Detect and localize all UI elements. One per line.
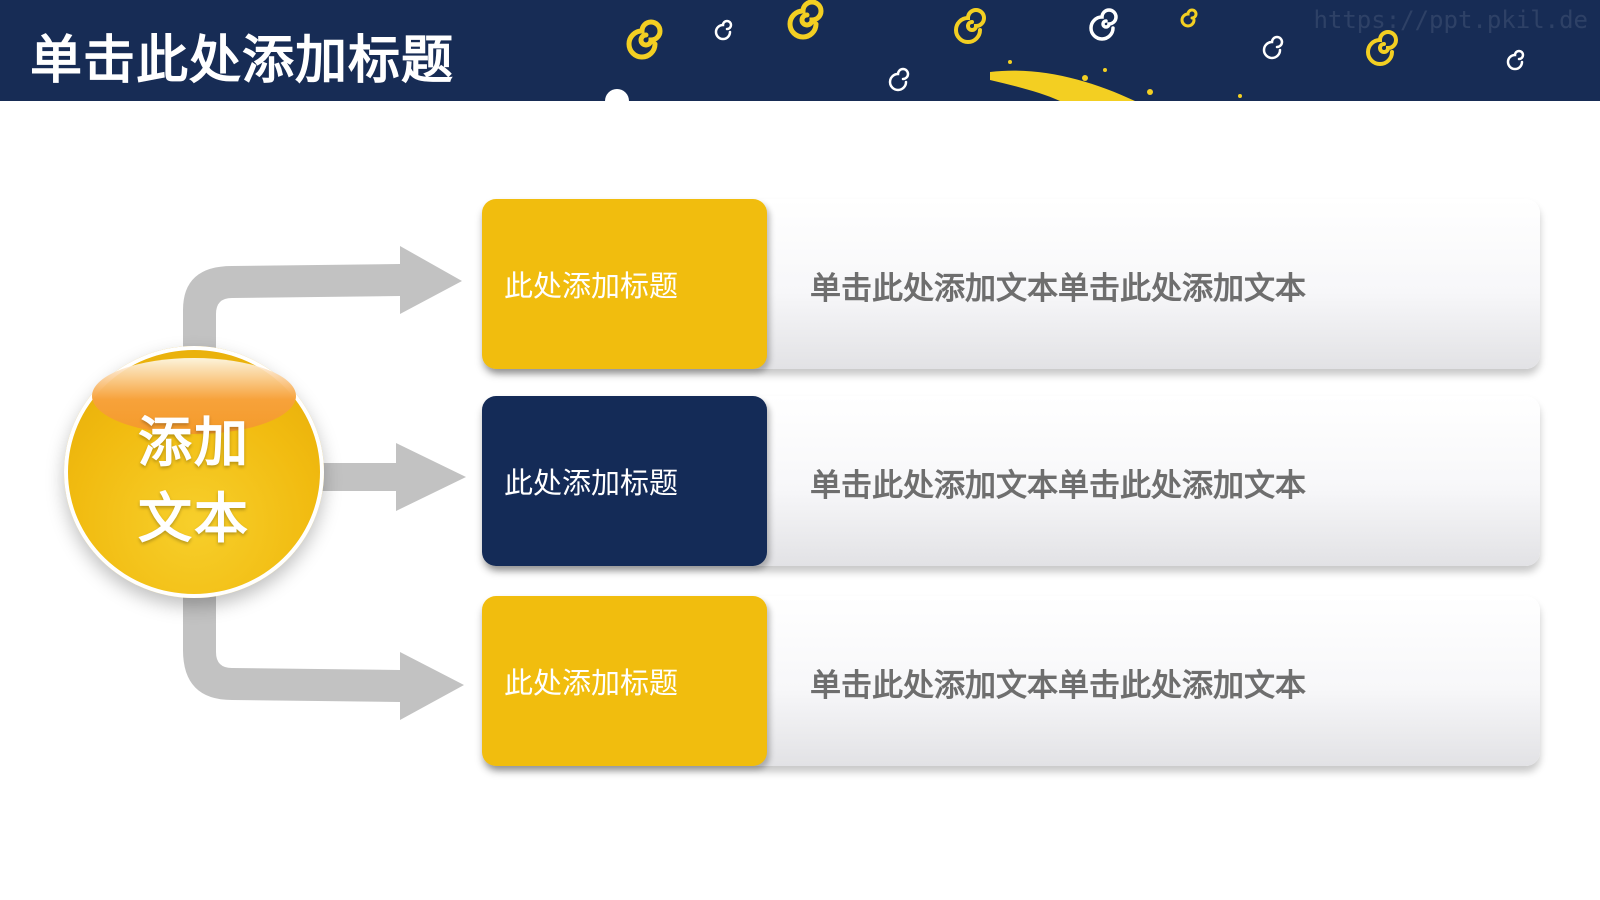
row-text: 单击此处添加文本单击此处添加文本 (810, 271, 1306, 307)
row-heading: 此处添加标题 (504, 466, 679, 500)
center-node-line-1: 添加 (138, 411, 250, 474)
swirl-icon (1366, 30, 1398, 66)
swirl-icon (626, 19, 663, 60)
center-node-line-2: 文本 (138, 487, 250, 550)
page-title: 单击此处添加标题 (30, 31, 455, 91)
swirl-icon (1262, 35, 1284, 60)
arrow-top (183, 246, 462, 350)
arrow-bottom (183, 595, 464, 720)
swirl-icon (787, 0, 824, 40)
swirl-icon (888, 67, 910, 92)
header-bar: 单击此处添加标题 https://ppt.pkil.de (0, 0, 1600, 101)
row-text: 单击此处添加文本单击此处添加文本 (810, 668, 1306, 704)
swirl-icon (1089, 8, 1118, 41)
splash-shape (990, 70, 1135, 101)
swirl-icon (1180, 8, 1198, 28)
swirl-icon (954, 8, 986, 44)
list-item-3: 此处添加标题 单击此处添加文本单击此处添加文本 (482, 596, 1540, 766)
row-tab: 此处添加标题 (482, 596, 767, 766)
list-item-1: 此处添加标题 单击此处添加文本单击此处添加文本 (482, 199, 1540, 369)
center-node: 添加 文本 (64, 346, 324, 598)
watermark-text: https://ppt.pkil.de (1313, 6, 1588, 34)
list-item-2: 此处添加标题 单击此处添加文本单击此处添加文本 (482, 396, 1540, 566)
arrow-middle (320, 443, 466, 511)
decorative-swirls (605, 0, 1525, 101)
row-heading: 此处添加标题 (504, 269, 679, 303)
row-tab: 此处添加标题 (482, 396, 767, 566)
swirl-icon (1506, 49, 1525, 71)
swirl-icon (714, 19, 733, 41)
row-tab: 此处添加标题 (482, 199, 767, 369)
row-heading: 此处添加标题 (504, 666, 679, 700)
center-node-highlight (92, 358, 296, 434)
row-text: 单击此处添加文本单击此处添加文本 (810, 468, 1306, 504)
